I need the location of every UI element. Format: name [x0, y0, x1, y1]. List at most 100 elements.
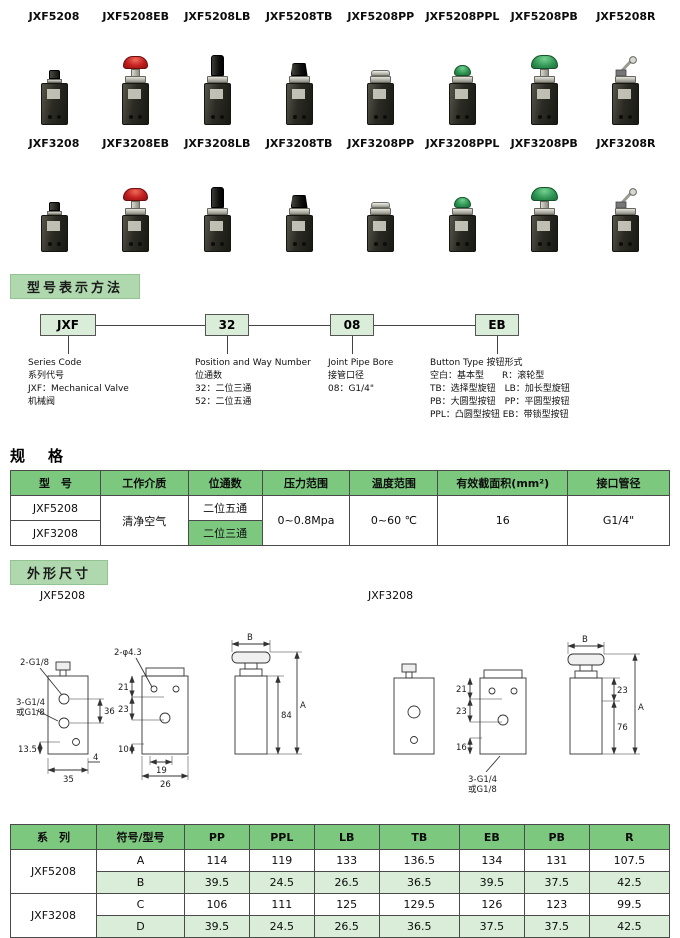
- flat-button: [371, 202, 391, 208]
- mounting-nut: [288, 208, 310, 215]
- value-cell: 26.5: [313, 871, 380, 894]
- value-cell: 111: [248, 893, 315, 916]
- dim-label-B: B: [582, 635, 588, 645]
- drop-line: [352, 336, 353, 354]
- outline-drawings: JXF5208: [0, 585, 680, 814]
- product-jxf3208r: JXF3208R: [586, 137, 666, 252]
- product-label: JXF3208PP: [347, 137, 415, 150]
- spec-header-row: 型 号 工作介质 位通数 压力范围 温度范围 有效截面积(mm²) 接口管径: [10, 470, 670, 496]
- product-label: JXF3208R: [596, 137, 656, 150]
- medium-cell: 清净空气: [99, 495, 189, 546]
- drawing-jxf3208: JXF3208: [362, 589, 660, 814]
- product-jxf5208ppl: JXF5208PPL: [423, 10, 503, 125]
- product-jxf3208pp: JXF3208PP: [341, 137, 421, 252]
- valve-body: [40, 83, 68, 125]
- product-row-jxf5208: JXF5208 JXF5208EB JXF5208LB: [0, 10, 680, 125]
- product-jxf3208lb: JXF3208LB: [177, 137, 257, 252]
- dim-label-ports-side-1: 3-G1/4: [16, 698, 45, 708]
- dim-label-ports-2: 或G1/8: [468, 784, 497, 795]
- section-title-model-designation: 型号表示方法: [10, 274, 141, 299]
- dim-label-26: 26: [160, 780, 171, 790]
- jxf3208-dimension-views: 21 23 16 3-G1/4 或G1/8 B 23 76 A: [393, 635, 644, 795]
- connector-line: [68, 325, 497, 326]
- value-cell: 134: [458, 849, 525, 872]
- model-code-diagram: JXF 32 08 EB Series Code 系列代号 JXF：Mechan…: [10, 305, 670, 433]
- dim-label-holes: 2-φ4.3: [114, 648, 142, 658]
- section-title-spec: 规 格: [10, 447, 68, 465]
- section-title-outline-dimensions: 外形尺寸: [10, 560, 109, 585]
- red-mushroom-button: [123, 188, 149, 201]
- dim-row-b: B 39.5 24.5 26.5 36.5 39.5 37.5 42.5: [11, 871, 671, 894]
- drop-line: [68, 336, 69, 354]
- col-header-temp: 温度范围: [349, 470, 439, 496]
- value-cell: 136.5: [378, 849, 460, 872]
- product-jxf5208pb: JXF5208PB: [504, 10, 584, 125]
- model-cell: JXF3208: [10, 520, 101, 546]
- dim-label-19: 19: [156, 766, 167, 776]
- product-label: JXF5208R: [596, 10, 656, 23]
- mounting-nut: [533, 208, 555, 215]
- mounting-nut: [533, 76, 555, 83]
- valve-body: [367, 215, 395, 252]
- product-label: JXF5208: [28, 10, 80, 23]
- valve-body: [612, 215, 640, 252]
- collar-ring: [46, 211, 62, 215]
- product-photo-selector-knob: [285, 156, 313, 252]
- dimension-labels: 2-G1/8 3-G1/4 或G1/8 36 13.5 35 4 2-φ4.3 …: [16, 633, 306, 790]
- basic-button: [48, 70, 60, 79]
- product-label: JXF3208PPL: [425, 137, 500, 150]
- symbol-cell: A: [96, 849, 185, 872]
- mounting-nut: [125, 76, 147, 83]
- mounting-nut: [206, 76, 228, 83]
- button-stem: [131, 69, 141, 76]
- dim-header-row: 系 列 符号/型号 PP PPL LB TB EB PB R: [10, 824, 671, 850]
- green-big-button: [530, 55, 558, 69]
- model-cell: JXF5208: [10, 495, 101, 521]
- value-cell: 123: [523, 893, 590, 916]
- product-label: JXF3208EB: [102, 137, 169, 150]
- view-lines: [393, 642, 640, 773]
- product-label: JXF3208TB: [265, 137, 333, 150]
- col-header-model: 型 号: [10, 470, 101, 496]
- ways-cell: 二位三通: [187, 520, 263, 546]
- value-cell: 37.5: [523, 871, 590, 894]
- product-label: JXF3208PB: [510, 137, 578, 150]
- col-header-ways: 位通数: [187, 470, 263, 496]
- product-label: JXF5208EB: [102, 10, 169, 23]
- col-header-eb: EB: [458, 824, 525, 850]
- green-big-button: [530, 187, 558, 201]
- value-cell: 42.5: [588, 915, 671, 938]
- selector-knob-button: [290, 63, 308, 76]
- button-stem: [539, 69, 549, 76]
- value-cell: 36.5: [378, 871, 460, 894]
- value-cell: 37.5: [523, 915, 590, 938]
- product-photo-long-knob: [203, 156, 231, 252]
- dim-row-d: D 39.5 24.5 26.5 36.5 37.5 37.5 42.5: [11, 915, 671, 938]
- product-jxf3208tb: JXF3208TB: [259, 137, 339, 252]
- dim-label-4: 4: [93, 753, 98, 763]
- value-cell: 36.5: [378, 915, 460, 938]
- dim-label-23-right: 23: [617, 686, 628, 696]
- col-header-pressure: 压力范围: [261, 470, 351, 496]
- drop-line: [227, 336, 228, 354]
- pressure-cell: 0~0.8Mpa: [261, 495, 351, 546]
- product-photo-raised-button: [449, 29, 477, 125]
- drop-line: [497, 336, 498, 354]
- product-gallery: JXF5208 JXF5208EB JXF5208LB: [0, 0, 680, 252]
- col-header-series: 系 列: [10, 824, 97, 850]
- product-photo-selector-knob: [285, 29, 313, 125]
- symbol-cell: B: [96, 871, 185, 894]
- product-photo-flat-button: [367, 156, 395, 252]
- dim-label-21: 21: [118, 683, 129, 693]
- dim-label-16: 16: [456, 743, 467, 753]
- product-label: JXF3208: [28, 137, 80, 150]
- product-jxf5208pp: JXF5208PP: [341, 10, 421, 125]
- product-photo-big-round-button: [530, 29, 558, 125]
- valve-body: [203, 83, 231, 125]
- value-cell: 99.5: [588, 893, 671, 916]
- dim-label-23: 23: [456, 707, 467, 717]
- dim-label-A: A: [638, 703, 644, 713]
- symbol-cell: D: [96, 915, 185, 938]
- explanation-ways: Position and Way Number 位通数 32：二位三通 52：二…: [195, 358, 311, 408]
- dim-label-13-5: 13.5: [18, 745, 37, 755]
